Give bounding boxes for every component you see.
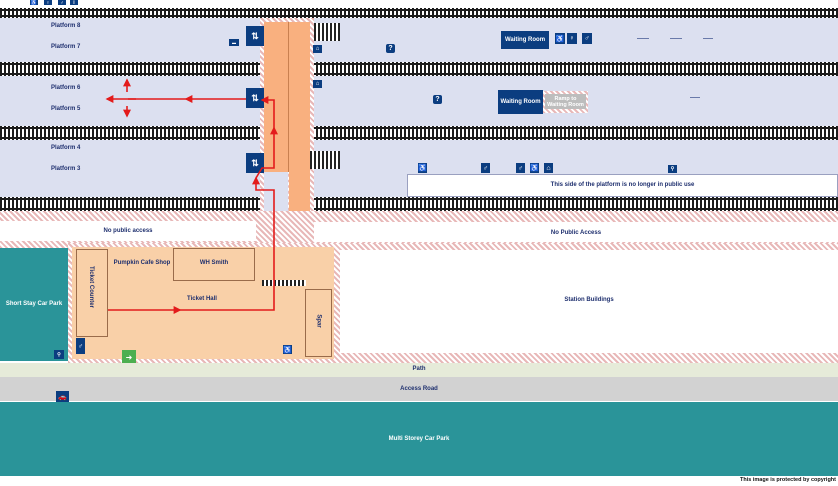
- platform-3-label: Platform 3: [51, 166, 81, 172]
- platform-5-label: Platform 5: [51, 106, 81, 112]
- platform-8-7: [0, 18, 838, 62]
- toilets-icon: ♀: [567, 33, 577, 44]
- toilets-icon: ♂: [76, 338, 85, 354]
- station-buildings-label: Station Buildings: [564, 297, 614, 303]
- toilets-icon: ♂: [516, 163, 525, 173]
- cycle-parking-icon: ⚲: [668, 165, 677, 173]
- lift-icon[interactable]: ⇅: [246, 153, 264, 173]
- toilets-icon: ♂: [481, 163, 490, 173]
- short-stay-label: Short Stay Car Park: [5, 301, 63, 307]
- seating-icon: ⌂: [313, 45, 322, 53]
- track-2: [0, 62, 838, 76]
- no-public-access-right: No Public Access: [550, 230, 602, 236]
- lift-icon[interactable]: ⇅: [246, 26, 264, 46]
- wh-smith-label: WH Smith: [199, 260, 229, 266]
- info-icon[interactable]: ▬: [229, 39, 239, 46]
- accessible-icon: ♿: [418, 163, 427, 173]
- platform-marker: [637, 38, 649, 39]
- accessible-icon: ♿: [530, 163, 539, 173]
- platform-6-label: Platform 6: [51, 85, 81, 91]
- accessible-icon: ♿: [283, 345, 292, 354]
- station-buildings: [340, 250, 838, 353]
- no-public-access-left: No public access: [103, 228, 153, 234]
- top-accessible-icon: ♿: [30, 0, 38, 6]
- closed-platform-notice: This side of the platform is no longer i…: [550, 182, 695, 188]
- no-public-access-area-right: [314, 222, 838, 242]
- multi-storey-car-park[interactable]: [0, 402, 838, 476]
- toilets-icon: ♂: [582, 33, 592, 44]
- top-info-icon: i: [70, 0, 78, 6]
- access-road: [0, 377, 838, 401]
- no-public-access-area-left: [0, 221, 256, 241]
- ticket-gates[interactable]: [262, 280, 306, 286]
- copyright-notice: This image is protected by copyright: [740, 477, 836, 483]
- platform-marker: [690, 97, 700, 98]
- seating-icon: ⌂: [544, 163, 553, 173]
- help-point-icon[interactable]: ?: [386, 44, 395, 53]
- platform-4-label: Platform 4: [51, 145, 81, 151]
- access-road-label: Access Road: [400, 386, 438, 392]
- taxi-icon: 🚗: [56, 391, 69, 402]
- footbridge-divider: [288, 22, 289, 172]
- top-seating-icon: ♂: [58, 0, 66, 6]
- platform-7-label: Platform 7: [51, 44, 81, 50]
- footbridge-stairs-p8[interactable]: [314, 23, 340, 41]
- track-3: [0, 126, 838, 140]
- help-point-icon[interactable]: ?: [433, 95, 442, 104]
- path-label: Path: [412, 366, 426, 372]
- footbridge: [264, 22, 310, 172]
- concourse: [72, 247, 334, 359]
- track-4: [0, 197, 838, 211]
- platform-marker: [670, 38, 682, 39]
- pumpkin-cafe-label[interactable]: Pumpkin Cafe Shop: [113, 260, 171, 266]
- path: [0, 363, 838, 377]
- exit-icon[interactable]: ➜: [122, 350, 136, 364]
- track-1: [0, 8, 838, 18]
- footbridge-stairs-p3[interactable]: [310, 151, 340, 169]
- accessible-icon: ♿: [555, 33, 565, 44]
- top-toilets-icon: ♀: [44, 0, 52, 6]
- platform-marker: [703, 38, 713, 39]
- waiting-room-platform-7[interactable]: Waiting Room: [501, 31, 549, 49]
- spar[interactable]: [305, 289, 332, 357]
- ticket-counter[interactable]: [76, 249, 108, 337]
- wh-smith[interactable]: [173, 248, 255, 281]
- short-stay-car-park[interactable]: [0, 248, 68, 361]
- ramp-to-waiting-room[interactable]: Ramp to Waiting Room: [545, 94, 586, 109]
- ticket-hall-label: Ticket Hall: [187, 296, 217, 302]
- platform-6-5: [0, 76, 838, 126]
- waiting-room-platform-6[interactable]: Waiting Room: [498, 90, 543, 114]
- seating-icon: ⌂: [313, 80, 322, 88]
- lift-icon[interactable]: ⇅: [246, 88, 264, 108]
- route-line: [105, 78, 278, 314]
- multi-storey-label: Multi Storey Car Park: [388, 436, 450, 442]
- cycle-parking-icon: ⚲: [54, 350, 64, 359]
- platform-8-label: Platform 8: [51, 23, 81, 29]
